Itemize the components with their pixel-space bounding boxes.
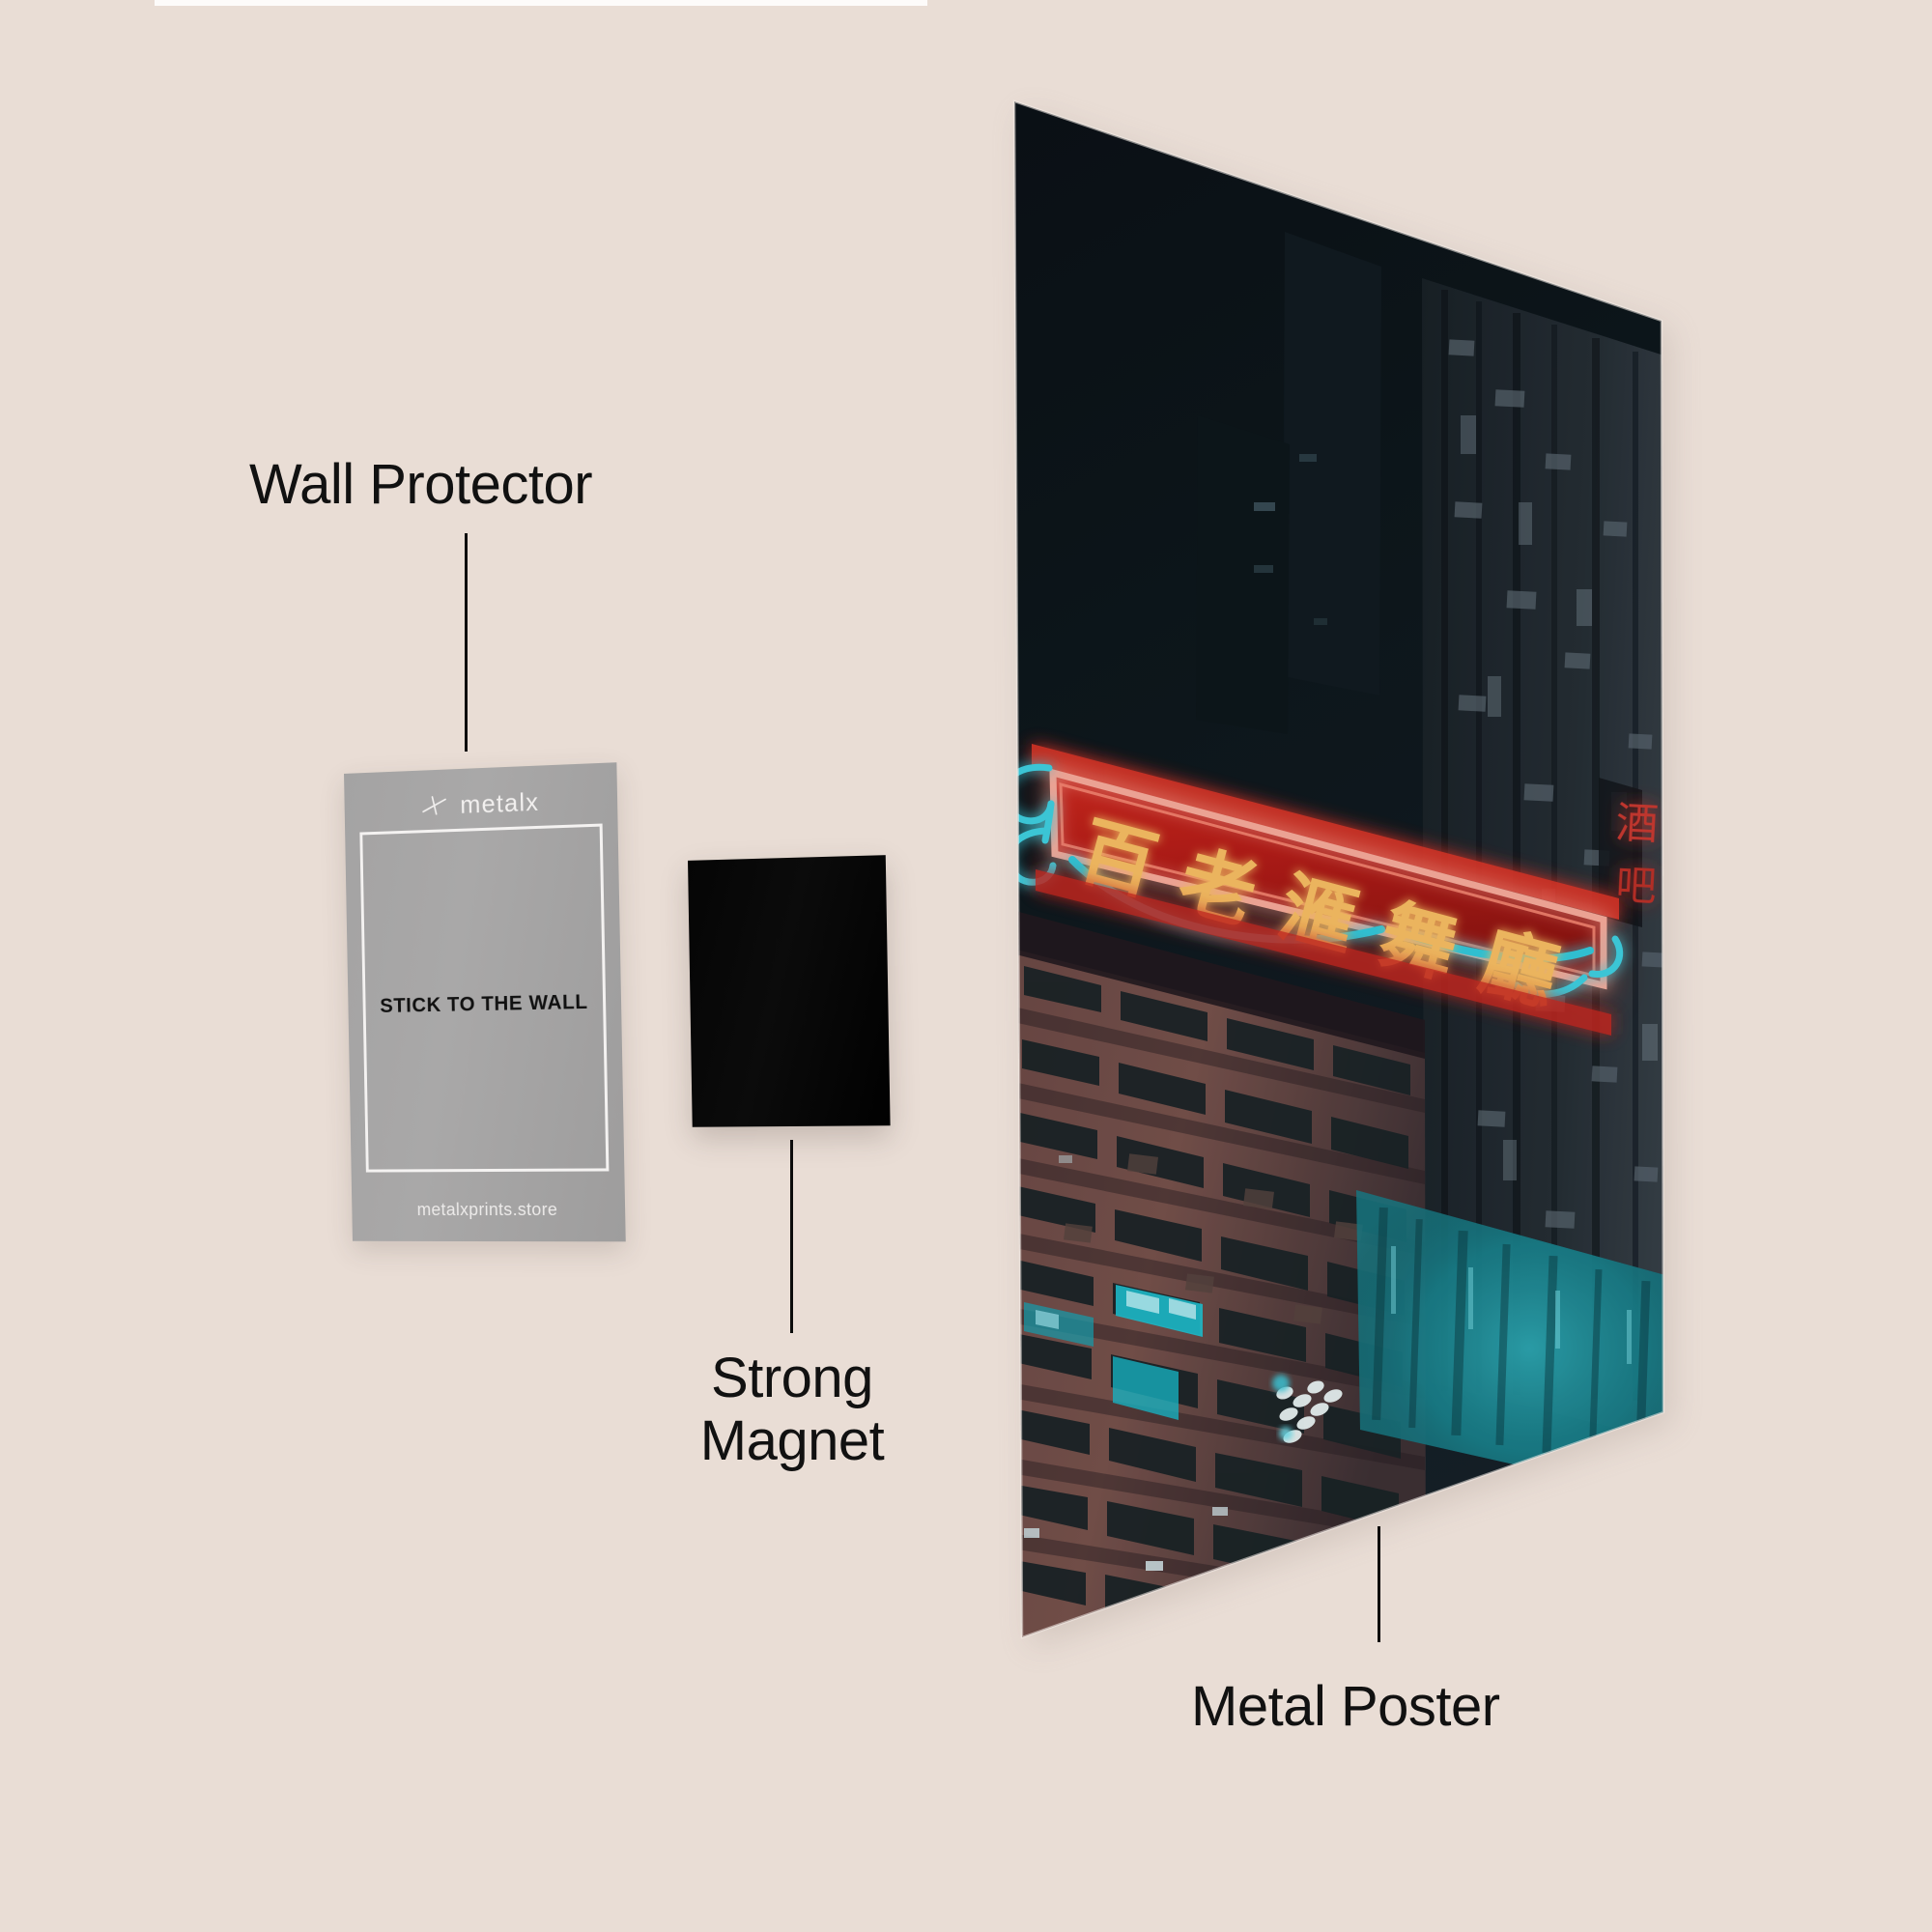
neon-swirl-left [1014, 763, 1057, 886]
neon-bottom-arc [1068, 856, 1594, 963]
neon-char-1: 百 [1071, 808, 1166, 909]
right-tower [1422, 278, 1663, 1449]
wall-protector-sheet[interactable]: metalx STICK TO THE WALL metalxprints.st… [344, 762, 626, 1242]
apartment-building [1014, 947, 1426, 1637]
callout-label-wall-protector: Wall Protector [249, 453, 593, 516]
main-neon-sign: 百 老 滙 舞 廳 [1014, 744, 1624, 1036]
secondary-sign-char-2: 吧 [1615, 862, 1658, 909]
metalx-wordmark: metalx [460, 786, 540, 819]
metalx-cross-icon [420, 794, 452, 818]
callout-label-strong-magnet: Strong Magnet [699, 1347, 885, 1472]
strong-magnet-surface [688, 855, 891, 1127]
leader-line-metal-poster [1378, 1526, 1380, 1642]
secondary-sign-char-1: 酒 [1614, 799, 1660, 848]
lit-windows [1024, 1155, 1228, 1571]
leader-line-wall-protector [465, 533, 468, 752]
neon-char-5: 廳 [1472, 918, 1567, 1019]
neon-panel [1053, 773, 1604, 985]
secondary-neon-sign: 酒 吧 [1599, 778, 1660, 927]
neon-bottom-bar [1036, 869, 1611, 1036]
neon-char-4: 舞 [1372, 891, 1466, 992]
poster-shadow [1023, 112, 1672, 1648]
window-grid [1014, 966, 1410, 1637]
neon-top-bar [1032, 744, 1619, 920]
street-lamps [1276, 1380, 1343, 1443]
neon-char-3: 滙 [1271, 864, 1366, 965]
leader-line-strong-magnet [790, 1140, 793, 1333]
neon-char-2: 老 [1171, 837, 1265, 938]
poster-edge [1012, 99, 1665, 1639]
callout-label-metal-poster: Metal Poster [1191, 1675, 1500, 1738]
strong-magnet[interactable] [688, 855, 891, 1127]
rooftop-band [1014, 908, 1425, 1059]
wall-protector-url: metalxprints.store [416, 1199, 558, 1220]
distant-buildings [1196, 232, 1381, 734]
night-sky [1014, 101, 1663, 1637]
neon-swirl-right [1513, 935, 1624, 998]
neon-sign-characters: 百 老 滙 舞 廳 [1071, 808, 1567, 1019]
neon-panel-outline [1049, 768, 1607, 990]
top-white-strip [155, 0, 927, 6]
alley-glow [1356, 1190, 1663, 1507]
poster-artwork: 酒 吧 [1014, 101, 1663, 1637]
